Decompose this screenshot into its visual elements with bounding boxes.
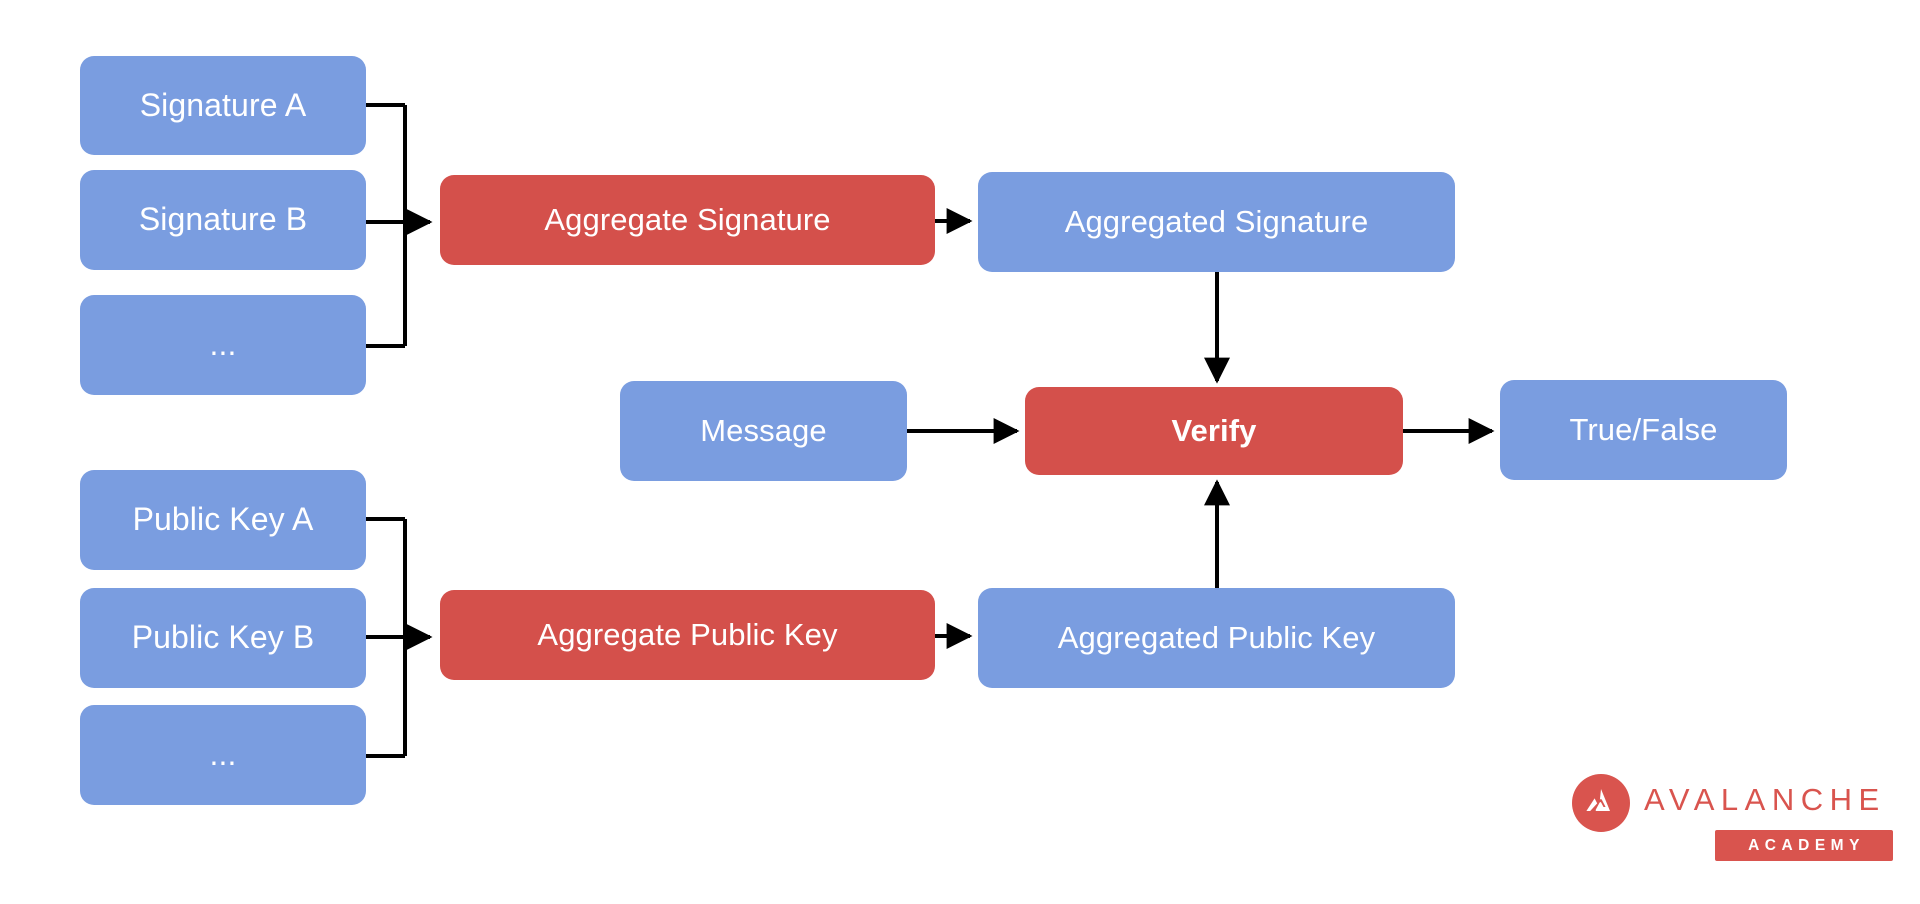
avalanche-academy-logo: AVALANCHE ACADEMY (1572, 774, 1893, 870)
node-signature-b[interactable]: Signature B (80, 170, 366, 270)
node-aggregate-public-key-label: Aggregate Public Key (537, 616, 838, 652)
node-aggregate-public-key[interactable]: Aggregate Public Key (440, 590, 935, 680)
node-public-key-b-label: Public Key B (131, 619, 315, 656)
node-true-false[interactable]: True/False (1500, 380, 1787, 480)
logo-academy-badge: ACADEMY (1715, 830, 1893, 861)
node-signature-b-label: Signature B (138, 201, 308, 238)
node-signature-ellipsis[interactable]: ... (80, 295, 366, 395)
node-public-key-b[interactable]: Public Key B (80, 588, 366, 688)
node-message-label: Message (700, 412, 827, 448)
avalanche-mark-glyph (1586, 789, 1610, 811)
node-verify-label: Verify (1171, 412, 1257, 448)
node-aggregate-signature-label: Aggregate Signature (544, 201, 831, 237)
node-public-key-ellipsis-label: ... (209, 736, 237, 773)
avalanche-triangle-icon (1572, 774, 1630, 832)
node-public-key-ellipsis[interactable]: ... (80, 705, 366, 805)
node-public-key-a[interactable]: Public Key A (80, 470, 366, 570)
node-aggregated-public-key[interactable]: Aggregated Public Key (978, 588, 1455, 688)
node-message[interactable]: Message (620, 381, 907, 481)
node-aggregated-signature[interactable]: Aggregated Signature (978, 172, 1455, 272)
node-verify[interactable]: Verify (1025, 387, 1403, 475)
node-true-false-label: True/False (1569, 411, 1718, 447)
logo-wordmark: AVALANCHE (1644, 782, 1886, 817)
logo-academy-label: ACADEMY (1748, 836, 1865, 854)
node-signature-ellipsis-label: ... (209, 326, 237, 363)
node-signature-a[interactable]: Signature A (80, 56, 366, 155)
node-aggregated-signature-label: Aggregated Signature (1064, 203, 1369, 239)
connector-signature-bracket (366, 103, 433, 348)
node-aggregate-signature[interactable]: Aggregate Signature (440, 175, 935, 265)
node-public-key-a-label: Public Key A (132, 501, 314, 538)
connector-public-key-bracket (366, 517, 433, 758)
node-signature-a-label: Signature A (139, 86, 307, 123)
node-aggregated-public-key-label: Aggregated Public Key (1057, 619, 1376, 655)
